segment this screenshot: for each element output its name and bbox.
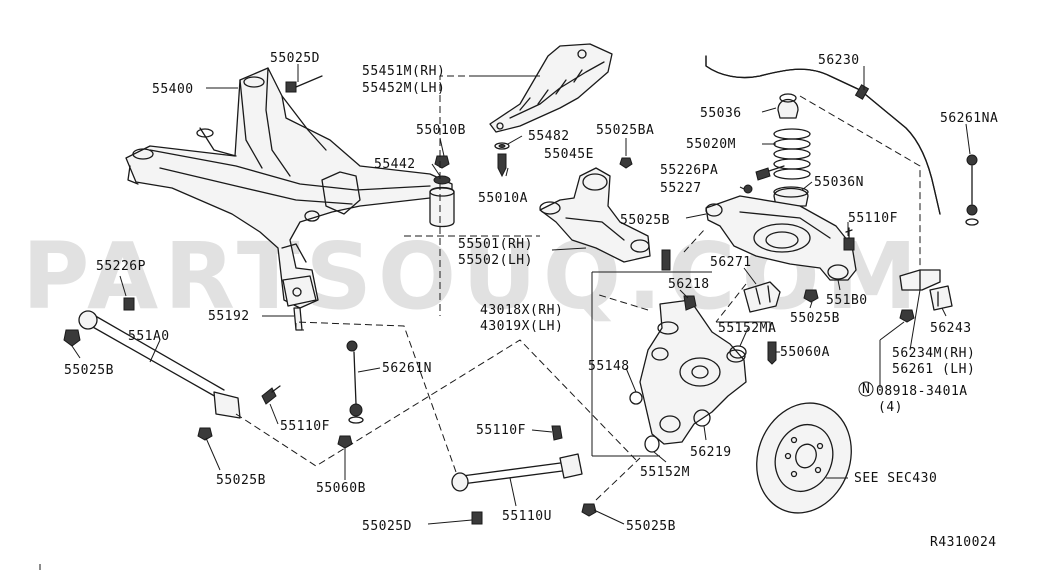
label-56261n: 56261N — [382, 361, 432, 376]
label-55010a: 55010A — [478, 191, 528, 206]
washer-55227 — [743, 184, 753, 194]
label-55036n: 55036N — [814, 175, 864, 190]
label-55025b-lowleft: 55025B — [216, 473, 266, 488]
label-55110f-right: 55110F — [848, 211, 898, 226]
nut-55025ba — [619, 157, 633, 169]
label-08918-qty: (4) — [878, 400, 903, 415]
label-55502: 55502(LH) — [458, 253, 533, 268]
label-43018x: 43018X(RH) — [480, 303, 563, 318]
label-55025b-mid: 55025B — [620, 213, 670, 228]
label-55400: 55400 — [152, 82, 194, 97]
label-55192: 55192 — [208, 309, 250, 324]
dashed-guide-lines — [235, 75, 921, 501]
label-55152ma: 55152MA — [718, 321, 776, 336]
lateral-link-551a0 — [63, 297, 281, 441]
bracket-55451m — [489, 43, 613, 133]
label-55010b: 55010B — [416, 123, 466, 138]
bolt-55025d-top — [285, 75, 323, 93]
label-55060b: 55060B — [316, 481, 366, 496]
leader-lines — [71, 64, 971, 525]
label-55110f-left: 55110F — [280, 419, 330, 434]
label-56243: 56243 — [930, 321, 972, 336]
label-55025d-bottom: 55025D — [362, 519, 412, 534]
label-55025b-bottom: 55025B — [626, 519, 676, 534]
washer-55482 — [494, 142, 510, 178]
label-551b0: 551B0 — [826, 293, 868, 308]
bushing-bracket-outline — [716, 321, 771, 332]
bolt-55226pa — [755, 165, 785, 181]
subframe-bushing — [429, 155, 455, 228]
label-55452m: 55452M(LH) — [362, 81, 445, 96]
knuckle-43018x — [639, 295, 747, 445]
label-43019x: 43019X(LH) — [480, 319, 563, 334]
knuckle-bracket-outline — [591, 271, 712, 457]
label-55045e: 55045E — [544, 147, 594, 162]
label-55110f-bottom: 55110F — [476, 423, 526, 438]
bushing-56243 — [929, 285, 953, 311]
label-55482: 55482 — [528, 129, 570, 144]
label-see-sec430: SEE SEC430 — [854, 471, 937, 486]
label-08918-symbol: N — [862, 382, 870, 397]
label-55025b-left: 55025B — [64, 363, 114, 378]
label-56219: 56219 — [690, 445, 732, 460]
bushing-55152ma — [729, 345, 747, 359]
brake-rotor — [756, 402, 852, 514]
bolt-55060a — [767, 341, 777, 365]
label-55025ba: 55025BA — [596, 123, 654, 138]
label-55226p: 55226P — [96, 259, 146, 274]
label-55148: 55148 — [588, 359, 630, 374]
label-56261: 56261 (LH) — [892, 362, 975, 377]
label-55227: 55227 — [660, 181, 702, 196]
label-55060a: 55060A — [780, 345, 830, 360]
lower-arm-55501 — [539, 167, 671, 271]
bracket-56271 — [743, 281, 781, 313]
label-55226pa: 55226PA — [660, 163, 718, 178]
stabilizer-bar-56230 — [705, 55, 941, 215]
stabilizer-link-56261n — [337, 340, 364, 449]
spring-seat-55036n — [773, 186, 809, 207]
bushing-56219 — [693, 409, 711, 427]
rear-subframe-55400 — [125, 67, 453, 309]
label-56234m: 56234M(RH) — [892, 346, 975, 361]
stabilizer-link-56261na — [965, 154, 979, 226]
bolt-55110f-right — [843, 227, 855, 251]
label-55110u: 55110U — [502, 509, 552, 524]
nut-08918 — [899, 309, 915, 323]
label-55152m: 55152M — [640, 465, 690, 480]
part-number-labels: 55025D 55400 55451M(RH) 55452M(LH) 56230… — [64, 51, 998, 550]
bump-stop-55036 — [777, 93, 799, 119]
label-55501: 55501(RH) — [458, 237, 533, 252]
bushing-55148 — [629, 391, 643, 405]
label-55036: 55036 — [700, 106, 742, 121]
nut-55025b-right — [803, 289, 819, 303]
symbol-circle-n — [858, 381, 874, 397]
label-56261na: 56261NA — [940, 111, 998, 126]
label-56218: 56218 — [668, 277, 710, 292]
bushing-55152m — [644, 435, 660, 453]
label-55025b-right: 55025B — [790, 311, 840, 326]
label-08918: 08918-3401A — [876, 384, 968, 399]
label-55020m: 55020M — [686, 137, 736, 152]
lower-link-55110u — [451, 425, 597, 525]
label-55442: 55442 — [374, 157, 416, 172]
label-551a0: 551A0 — [128, 329, 170, 344]
label-56271: 56271 — [710, 255, 752, 270]
label-55025d-top: 55025D — [270, 51, 320, 66]
spring-lower-arm-551b0 — [705, 195, 857, 281]
label-56230: 56230 — [818, 53, 860, 68]
label-55451m: 55451M(RH) — [362, 64, 445, 79]
clamp-56234m — [899, 269, 941, 291]
coil-spring-55020m — [773, 128, 811, 180]
reference-code: R4310024 — [930, 535, 997, 550]
